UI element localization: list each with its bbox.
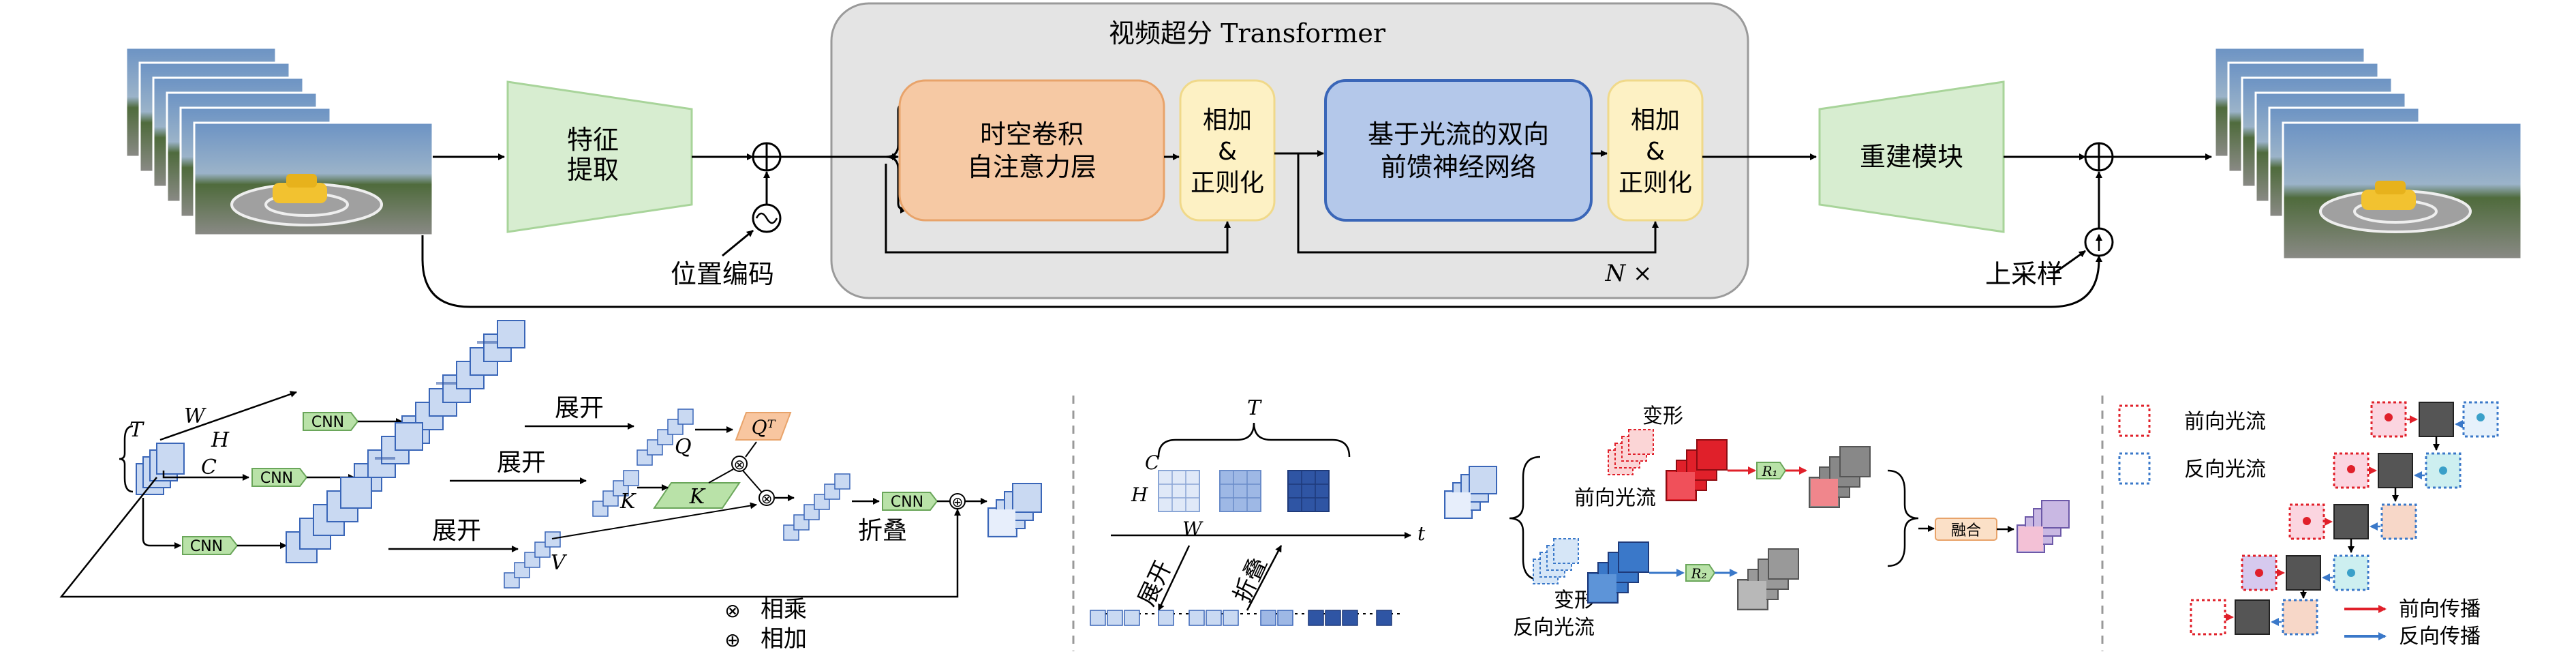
bm-C: C	[1145, 451, 1159, 474]
sine-wave	[755, 212, 778, 224]
bl-cnn-2: CNN	[260, 470, 293, 487]
stc-label-2: 自注意力层	[967, 152, 1097, 182]
svg-text:⊗: ⊗	[734, 456, 746, 473]
bottom-right-panel: 前向光流 反向光流	[2118, 401, 2499, 649]
add-norm-2-l1: 相加	[1631, 106, 1680, 134]
bl-fold: 折叠	[858, 517, 907, 545]
bl-QT: Qᵀ	[752, 416, 776, 439]
pos-encoding-label: 位置编码	[671, 259, 774, 289]
svg-text:⊗: ⊗	[761, 490, 773, 507]
global-skip	[421, 235, 2102, 308]
flow-backward: 反向光流	[1513, 616, 1595, 640]
ffn-label-2: 前馈神经网络	[1381, 152, 1536, 182]
transformer-title: 视频超分 Transformer	[1109, 18, 1386, 48]
add-norm-1-l2: &	[1218, 138, 1237, 166]
arrow-upsample-label	[2054, 250, 2086, 274]
bl-C: C	[201, 456, 217, 479]
bottom-middle-panel: T C H t W 展开 折叠	[1090, 396, 1426, 626]
bl-Kbox: K	[689, 485, 706, 509]
bl-T: T	[129, 418, 144, 442]
bl-unfold-1: 展开	[555, 394, 604, 422]
reconstruct-block	[1818, 80, 2005, 233]
flow-R1: R₁	[1761, 463, 1777, 479]
optical-ffn-block	[1324, 79, 1593, 222]
bl-unfold-3: 展开	[432, 517, 481, 545]
flow-forward: 前向光流	[1574, 486, 1656, 510]
residual-1	[885, 164, 1231, 254]
upsample-label: 上采样	[1985, 259, 2063, 289]
bl-cnn-1: CNN	[311, 414, 344, 431]
add-norm-2-block	[1607, 79, 1704, 222]
repeat-label: N ×	[1604, 260, 1652, 287]
bl-unfold-2: 展开	[497, 449, 546, 477]
legend-mul: 相乘	[761, 596, 807, 623]
transformer-panel	[830, 2, 1749, 299]
add-norm-1-l1: 相加	[1203, 106, 1252, 134]
bm-H: H	[1131, 484, 1148, 506]
stc-attention-block	[898, 79, 1165, 222]
bl-K: K	[619, 490, 637, 514]
bm-W: W	[1182, 518, 1203, 540]
stc-label-1: 时空卷积	[980, 119, 1084, 149]
input-frames	[125, 46, 434, 237]
legend-forward-prop: 前向传播	[2399, 597, 2481, 621]
legend-backward-flow: 反向光流	[2184, 458, 2266, 481]
bottom-left-panel: T W H C CNN CNN CNN	[59, 320, 1042, 653]
feature-extract-label-2: 提取	[567, 155, 619, 185]
add-norm-2-l3: 正则化	[1619, 169, 1692, 197]
bm-t: t	[1417, 522, 1426, 545]
flow-warp-1: 变形	[1642, 404, 1683, 428]
bl-Q: Q	[675, 435, 692, 459]
feature-extract-label-1: 特征	[567, 125, 619, 155]
bottom-flow-panel: 变形 前向光流 R₁ 变形 反向光流 R₂	[1444, 404, 2070, 640]
bm-fold: 折叠	[1229, 553, 1273, 607]
svg-text:⊕: ⊕	[952, 494, 964, 510]
bl-H: H	[211, 428, 230, 452]
flow-fuse: 融合	[1951, 522, 1981, 539]
arrow-pos-label	[722, 229, 754, 257]
residual-2	[1297, 153, 1659, 254]
bl-V: V	[551, 551, 568, 575]
flow-R2: R₂	[1690, 565, 1706, 582]
bm-T: T	[1247, 396, 1262, 420]
add-norm-2-l2: &	[1646, 138, 1665, 166]
add-norm-1-block	[1179, 79, 1276, 222]
bl-cnn-3: CNN	[190, 538, 223, 555]
legend-backward-prop: 反向传播	[2399, 625, 2481, 649]
legend-add: 相加	[761, 625, 807, 653]
legend-forward-flow: 前向光流	[2184, 410, 2266, 434]
add-norm-1-l3: 正则化	[1191, 169, 1264, 197]
ffn-label-1: 基于光流的双向	[1368, 119, 1549, 149]
legend-mul-icon: ⊗	[724, 599, 740, 622]
bl-cnn-4: CNN	[891, 494, 923, 511]
output-frames	[2213, 46, 2523, 261]
reconstruct-label: 重建模块	[1860, 142, 1963, 172]
legend-add-icon: ⊕	[724, 629, 740, 651]
feature-extract-block	[506, 80, 693, 233]
